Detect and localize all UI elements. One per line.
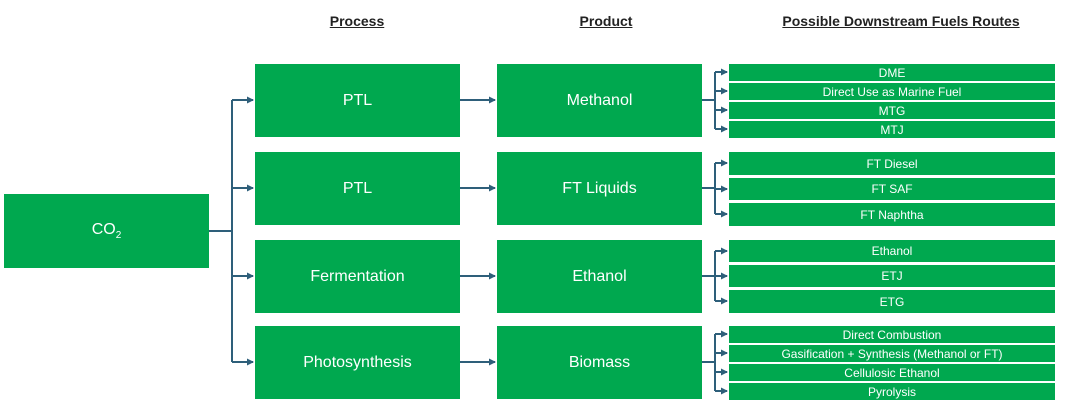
- route-pyrolysis: Pyrolysis: [729, 383, 1055, 400]
- product-box-biomass: Biomass: [497, 326, 702, 399]
- process-box-ptl-1: PTL: [255, 64, 460, 137]
- product-box-methanol: Methanol: [497, 64, 702, 137]
- co2-subscript: 2: [115, 230, 122, 242]
- process-box-ptl-2: PTL: [255, 152, 460, 225]
- product-box-ethanol: Ethanol: [497, 240, 702, 313]
- route-ft-diesel: FT Diesel: [729, 152, 1055, 175]
- route-mtg: MTG: [729, 102, 1055, 119]
- header-product: Product: [579, 13, 633, 29]
- route-dme: DME: [729, 64, 1055, 81]
- route-etj: ETJ: [729, 265, 1055, 287]
- process-box-fermentation: Fermentation: [255, 240, 460, 313]
- route-gasification-synthesis: Gasification + Synthesis (Methanol or FT…: [729, 345, 1055, 362]
- route-etg: ETG: [729, 290, 1055, 313]
- co2-main-text: CO: [91, 220, 116, 238]
- process-box-photosynthesis: Photosynthesis: [255, 326, 460, 399]
- route-ft-naphtha: FT Naphtha: [729, 203, 1055, 226]
- route-mtj: MTJ: [729, 121, 1055, 138]
- route-ft-saf: FT SAF: [729, 178, 1055, 200]
- header-process: Process: [329, 13, 385, 29]
- route-cellulosic-ethanol: Cellulosic Ethanol: [729, 364, 1055, 381]
- co2-label: CO2: [92, 221, 122, 241]
- product-box-ft-liquids: FT Liquids: [497, 152, 702, 225]
- header-downstream-routes: Possible Downstream Fuels Routes: [782, 13, 1020, 29]
- co2-source-box: CO2: [4, 194, 209, 268]
- route-direct-use-marine-fuel: Direct Use as Marine Fuel: [729, 83, 1055, 100]
- route-ethanol: Ethanol: [729, 240, 1055, 262]
- route-direct-combustion: Direct Combustion: [729, 326, 1055, 343]
